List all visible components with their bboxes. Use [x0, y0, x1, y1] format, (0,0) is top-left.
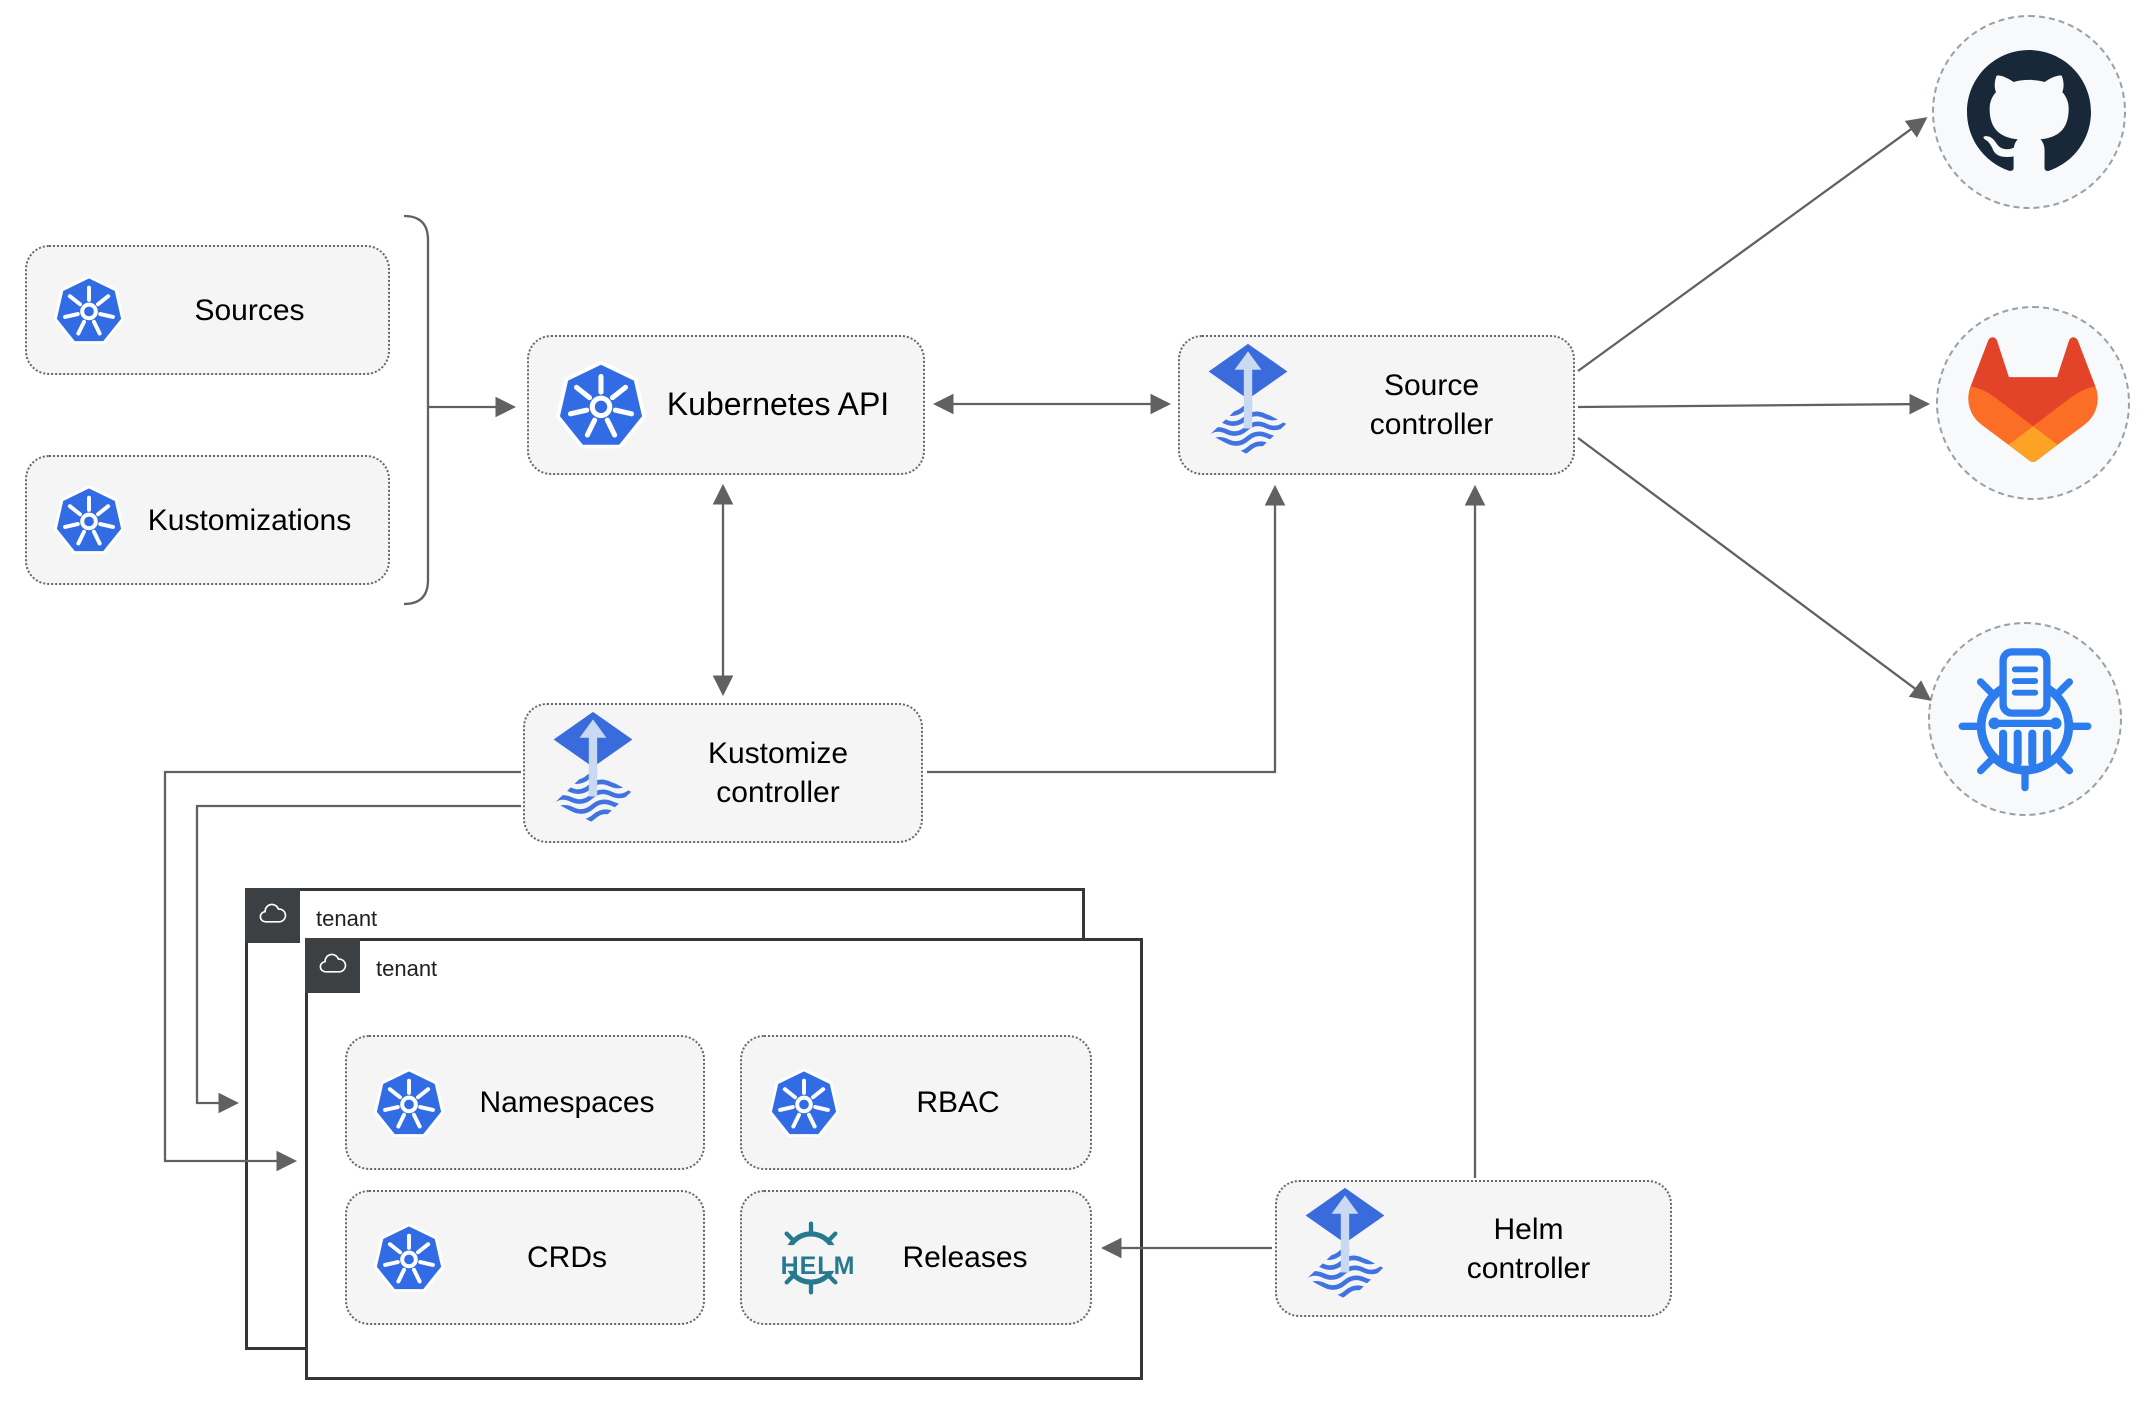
tenant-label: tenant	[376, 956, 438, 981]
edge-kustomize-source	[927, 484, 1286, 774]
kubernetes-icon	[768, 1067, 840, 1139]
flux-icon	[551, 711, 635, 835]
node-kustomize-controller: Kustomize controller	[523, 703, 923, 843]
external-helm-repository	[1928, 622, 2122, 816]
node-label: Kustomize controller	[707, 737, 849, 809]
chartmuseum-icon	[1952, 646, 2098, 792]
node-source-controller: Source controller	[1178, 335, 1575, 475]
node-label: Helm controller	[1466, 1212, 1591, 1285]
tenant-badge	[245, 888, 300, 943]
edge-source-github	[1577, 117, 1928, 372]
kubernetes-icon	[373, 1222, 445, 1294]
tenant-label: tenant	[316, 906, 378, 931]
gitlab-icon	[1967, 337, 2099, 469]
node-label: CRDs	[527, 1241, 607, 1274]
edge-source-gitlab	[1577, 393, 1931, 415]
helm-icon-text: HELM	[781, 1252, 854, 1280]
kubernetes-icon	[555, 359, 647, 451]
node-sources: Sources	[25, 245, 390, 375]
node-namespaces: Namespaces	[345, 1035, 705, 1170]
cloud-icon	[315, 948, 351, 984]
node-rbac: RBAC	[740, 1035, 1092, 1170]
node-kubernetes-api: Kubernetes API	[527, 335, 925, 475]
helm-icon: HELM	[768, 1215, 854, 1301]
kubernetes-icon	[53, 484, 125, 556]
kubernetes-icon	[373, 1067, 445, 1139]
node-crds: CRDs	[345, 1190, 705, 1325]
node-helm-controller: Helm controller	[1275, 1180, 1672, 1317]
edge-source-helm-repo	[1577, 437, 1932, 701]
node-label: Kustomizations	[147, 503, 352, 537]
node-label: Source controller	[1369, 369, 1494, 441]
node-label: RBAC	[916, 1086, 1000, 1119]
cloud-icon	[255, 898, 291, 934]
tenant-badge	[305, 938, 360, 993]
node-label: Namespaces	[479, 1086, 655, 1119]
external-github	[1932, 15, 2126, 209]
edge-bracket	[403, 214, 430, 606]
github-icon	[1967, 50, 2091, 174]
node-label: Kubernetes API	[666, 386, 890, 423]
flux-icon	[1206, 343, 1290, 467]
kubernetes-icon	[53, 274, 125, 346]
node-label: Sources	[194, 293, 305, 327]
node-kustomizations: Kustomizations	[25, 455, 390, 585]
node-label: Releases	[902, 1241, 1028, 1274]
flux-icon	[1303, 1187, 1387, 1311]
node-releases: HELM Releases	[740, 1190, 1092, 1325]
external-gitlab	[1936, 306, 2130, 500]
